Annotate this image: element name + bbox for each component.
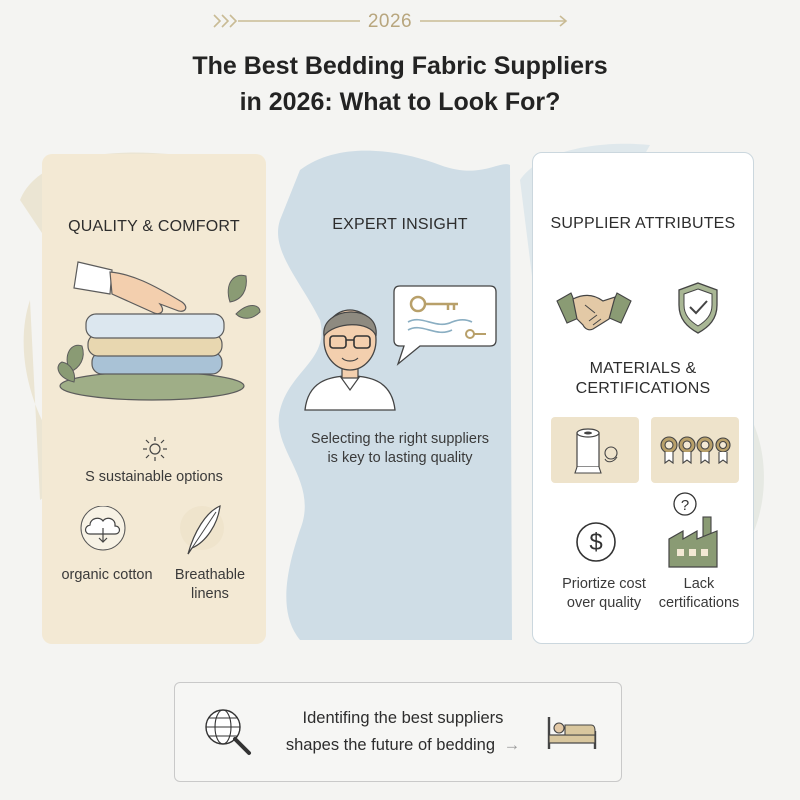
expert-caption: Selecting the right suppliers is key to … (298, 430, 502, 468)
footer-callout: Identifing the best suppliers shapes the… (174, 682, 622, 782)
fabric-roll-icon (574, 428, 618, 474)
sun-icon (143, 437, 167, 461)
certifications-tile (651, 417, 739, 483)
key-speech-bubble-icon (393, 285, 497, 366)
lack-line-1: Lack (683, 576, 715, 592)
breathable-line-1: Breathable (174, 567, 246, 583)
factory-question-icon: ? (668, 492, 718, 568)
quality-comfort-panel: QUALITY & COMFORT S sustainable options (42, 154, 266, 644)
footer-line-1: Identifing the best suppliers (302, 709, 504, 727)
breathable-linens-label: Breathable linens (160, 566, 260, 604)
title-line-2: in 2026: What to Look For? (239, 88, 561, 116)
footer-line-2: shapes the future of bedding (285, 736, 496, 754)
page-title: The Best Bedding Fabric Suppliers in 202… (100, 48, 700, 120)
supplier-heading: SUPPLIER ATTRIBUTES (550, 215, 736, 232)
shield-check-icon (678, 282, 718, 334)
lack-line-2: certifications (658, 595, 740, 611)
footer-message: Identifing the best suppliers shapes the… (273, 705, 533, 759)
fabric-tile (551, 417, 639, 483)
materials-line-2: CERTIFICATIONS (575, 380, 711, 397)
globe-search-icon (205, 709, 251, 755)
dollar-icon: $ (576, 522, 616, 562)
expert-caption-line-1: Selecting the right suppliers (310, 431, 490, 447)
breathable-line-2: linens (191, 586, 229, 602)
divider-arrows-icon (213, 14, 568, 28)
handshake-icon (556, 292, 632, 331)
materials-line-1: MATERIALS & (589, 360, 697, 377)
year-divider: 2026 (210, 8, 570, 34)
footer-line-2-row: shapes the future of bedding → (273, 732, 533, 759)
year-label: 2026 (367, 11, 413, 32)
expert-caption-line-2: is key to lasting quality (327, 450, 473, 466)
svg-text:$: $ (589, 529, 602, 556)
bed-icon (547, 717, 597, 749)
organic-cotton-label: organic cotton (61, 567, 153, 583)
prioritize-cost-label: Priortize cost over quality (549, 575, 659, 613)
cost-line-2: over quality (566, 595, 642, 611)
feather-icon (180, 505, 224, 555)
quality-heading: QUALITY & COMFORT (68, 218, 240, 235)
cloud-icon (80, 506, 126, 551)
svg-text:?: ? (681, 497, 689, 514)
certification-seals-icon (660, 436, 731, 465)
arrow-right-icon: → (503, 736, 521, 754)
hand-on-towels-icon (57, 261, 261, 401)
lack-certifications-label: Lack certifications (645, 575, 753, 613)
supplier-attributes-panel: SUPPLIER ATTRIBUTES MATERIALS & CERTIFIC… (532, 152, 754, 644)
person-with-glasses-icon (304, 309, 396, 411)
materials-heading: MATERIALS & CERTIFICATIONS (533, 359, 753, 399)
sustainable-options-label: S sustainable options (85, 469, 223, 485)
expert-heading: EXPERT INSIGHT (332, 216, 468, 233)
cost-line-1: Priortize cost (562, 576, 646, 592)
title-line-1: The Best Bedding Fabric Suppliers (192, 52, 608, 80)
